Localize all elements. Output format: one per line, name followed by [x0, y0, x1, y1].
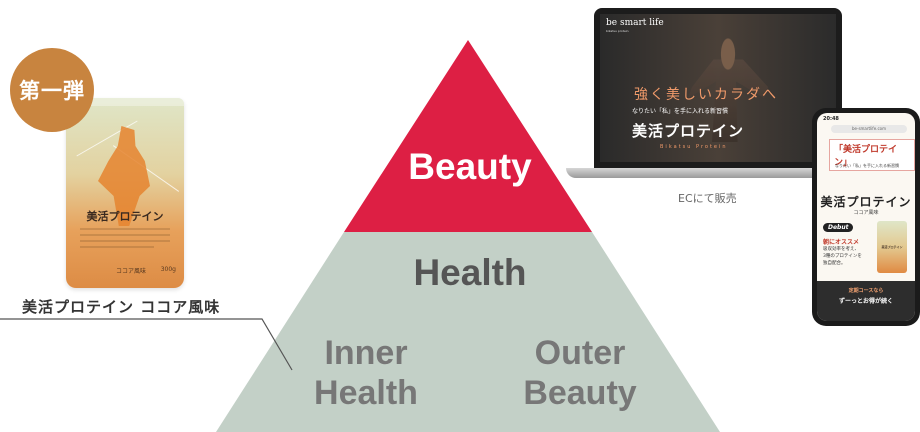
pyramid-label-health: Health — [413, 252, 527, 293]
laptop-subline: なりたい「私」を手に入れる新習慣 — [632, 108, 729, 115]
laptop-base — [566, 168, 870, 178]
phone-description: 吸収効率を考え、 3種のプロテインを 独自配合。 — [823, 246, 879, 267]
phone-pouch-name: 美活プロテイン — [881, 245, 903, 249]
pouch-product-name: 美活プロテイン — [86, 210, 164, 223]
pyramid-lower-tiers — [216, 232, 720, 432]
phone-product-title: 美活プロテイン — [820, 195, 912, 209]
phone-desc-line: 独自配合。 — [823, 261, 846, 266]
laptop-product-title: 美活プロテイン — [632, 122, 745, 140]
pouch-seal — [66, 98, 184, 106]
outer-beauty-line1: Outer — [534, 334, 626, 372]
phone-desc-line: 吸収効率を考え、 — [823, 247, 859, 252]
phone-footer-banner — [817, 281, 915, 321]
pouch-fine-print — [80, 234, 170, 236]
inner-health-line2: Health — [314, 374, 418, 412]
pyramid-label-inner-health: Inner Health — [286, 333, 446, 413]
phone-screen: 20:48 be-smartlife.com 「美活プロテイン」 なりたい「私」… — [817, 113, 915, 321]
inner-health-line1: Inner — [324, 334, 408, 372]
phone-footer-line1: 定期コースなら — [848, 288, 884, 294]
phone-status-time: 20:48 — [823, 116, 839, 122]
pyramid-label-beauty: Beauty — [408, 146, 532, 187]
phone-product-image: 美活プロテイン — [877, 221, 907, 273]
laptop-site-logo-sub: bikatsu protein — [606, 29, 629, 33]
phone-subline: なりたい「私」を手に入れる新習慣 — [835, 163, 899, 168]
phone-recommendation: 朝にオススメ — [823, 239, 860, 246]
phone-desc-line: 3種のプロテインを — [823, 254, 862, 259]
phone-debut-badge: Debut — [823, 223, 854, 232]
pyramid-beauty-tier — [344, 40, 592, 232]
pouch-weight: 300g — [160, 266, 176, 273]
laptop-mockup: be smart life bikatsu protein 強く美しいカラダへ … — [594, 8, 842, 168]
phone-mockup: 20:48 be-smartlife.com 「美活プロテイン」 なりたい「私」… — [812, 108, 920, 326]
phone-product-tag: 「美活プロテイン」 — [829, 139, 915, 171]
laptop-product-title-en: Bikatsu Protein — [660, 144, 728, 150]
product-caption: 美活プロテイン ココア風味 — [22, 298, 221, 316]
phone-footer-line2: ずーっとお得が続く — [838, 298, 893, 305]
pouch-fine-print — [80, 228, 170, 230]
pyramid-label-outer-beauty: Outer Beauty — [500, 333, 660, 413]
phone-url-bar: be-smartlife.com — [831, 125, 907, 133]
first-release-badge: 第一弾 — [10, 48, 94, 132]
ec-sales-label: ECにて販売 — [678, 192, 737, 205]
pouch-flavor: ココア風味 — [116, 268, 147, 275]
laptop-site-logo: be smart life — [606, 18, 664, 28]
phone-flavor: ココア風味 — [853, 210, 879, 216]
laptop-screen: be smart life bikatsu protein 強く美しいカラダへ … — [600, 14, 836, 162]
laptop-headline: 強く美しいカラダへ — [634, 87, 778, 103]
product-pouch-image: 美活プロテイン ココア風味 300g — [66, 98, 184, 288]
pouch-fine-print — [80, 240, 170, 242]
pouch-fine-print — [80, 246, 154, 248]
outer-beauty-line2: Beauty — [523, 374, 637, 412]
